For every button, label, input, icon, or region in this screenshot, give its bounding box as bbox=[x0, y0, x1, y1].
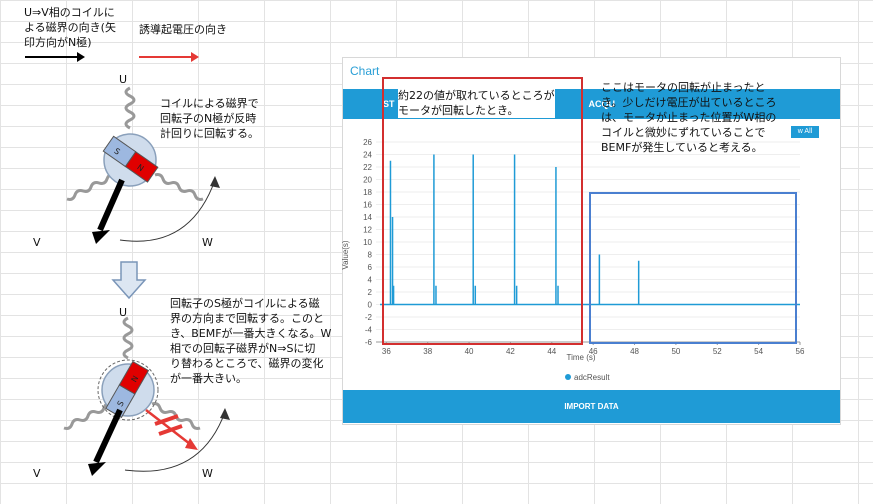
y-tick-label: 0 bbox=[368, 301, 373, 310]
y-tick-label: 26 bbox=[363, 138, 372, 147]
y-tick-label: 16 bbox=[363, 201, 372, 210]
y-tick-label: 2 bbox=[368, 288, 373, 297]
x-tick-label: 40 bbox=[465, 347, 474, 356]
rotation-note: 約22の値が取れているところが モータが回転したとき。 bbox=[398, 88, 555, 118]
emf-legend-arrowhead bbox=[191, 52, 199, 62]
bottom-rotor-outline-dashed bbox=[97, 359, 159, 421]
top-field-arrow bbox=[97, 178, 125, 232]
x-tick-label: 50 bbox=[671, 347, 680, 356]
svg-text:N: N bbox=[135, 162, 145, 173]
x-tick-label: 46 bbox=[589, 347, 598, 356]
rotation-highlight-box bbox=[382, 77, 583, 345]
x-tick-label: 48 bbox=[630, 347, 639, 356]
y-tick-label: 14 bbox=[363, 213, 372, 222]
x-tick-label: 44 bbox=[547, 347, 556, 356]
bottom-emf-arrow bbox=[145, 409, 191, 445]
emf-legend-arrow bbox=[139, 56, 191, 58]
top-coil-w bbox=[154, 173, 204, 201]
bottom-phase-v-label: V bbox=[33, 467, 41, 480]
top-motor-diagram: S N bbox=[66, 86, 220, 244]
svg-text:S: S bbox=[116, 399, 126, 408]
chart-legend-label: adcResult bbox=[574, 373, 610, 382]
y-tick-label: 22 bbox=[363, 163, 372, 172]
emf-legend-text: 誘導起電圧の向き bbox=[139, 23, 227, 36]
down-arrow-icon bbox=[111, 261, 147, 300]
top-coil-u bbox=[124, 86, 136, 130]
x-tick-label: 38 bbox=[423, 347, 432, 356]
acquire-button-label[interactable]: ACQU bbox=[588, 99, 616, 109]
y-tick-label: 24 bbox=[363, 151, 372, 160]
x-tick-label: 54 bbox=[754, 347, 763, 356]
chart-y-axis-label: Value(s) bbox=[341, 240, 350, 270]
emf-cross-mark bbox=[154, 414, 179, 426]
y-tick-label: -6 bbox=[365, 338, 373, 347]
chart-legend-marker bbox=[565, 374, 571, 380]
bottom-bemf-note: 回転子のS極がコイルによる磁 界の方向まで回転する。このと き、BEMFが一番大… bbox=[170, 297, 332, 385]
svg-text:S: S bbox=[112, 146, 121, 156]
y-tick-label: -2 bbox=[365, 313, 373, 322]
x-tick-label: 52 bbox=[713, 347, 722, 356]
top-phase-w-label: W bbox=[202, 236, 213, 249]
start-button-label[interactable]: ST bbox=[383, 99, 395, 109]
y-tick-label: 4 bbox=[368, 276, 373, 285]
y-tick-label: -4 bbox=[365, 326, 373, 335]
bottom-rotor-magnet: S N bbox=[105, 360, 150, 419]
x-tick-label: 56 bbox=[796, 347, 805, 356]
top-rotation-arc bbox=[119, 179, 216, 242]
coil-field-legend-text: U⇒V相のコイルに よる磁界の向き(矢 印方向がN極) bbox=[24, 6, 116, 49]
top-phase-u-label: U bbox=[119, 73, 128, 86]
stopped-note: ここはモータの回転が止まったと き。少しだけ電圧が出ているところ は、モータが止… bbox=[601, 81, 777, 154]
bottom-phase-u-label: U bbox=[119, 306, 128, 319]
top-rotation-note: コイルによる磁界で 回転子のN極が反時 計回りに回転する。 bbox=[160, 97, 259, 140]
y-tick-label: 12 bbox=[363, 226, 372, 235]
import-data-button[interactable]: IMPORT DATA bbox=[343, 390, 840, 423]
bottom-coil-v bbox=[63, 402, 113, 430]
bottom-rotation-arc bbox=[124, 411, 226, 472]
y-tick-label: 18 bbox=[363, 188, 372, 197]
top-phase-v-label: V bbox=[33, 236, 41, 249]
import-data-label: IMPORT DATA bbox=[564, 402, 619, 411]
y-tick-label: 10 bbox=[363, 238, 372, 247]
y-tick-label: 20 bbox=[363, 176, 372, 185]
chart-panel-title: Chart bbox=[350, 64, 380, 78]
y-tick-label: 6 bbox=[368, 263, 373, 272]
chart-x-axis-label: Time (s) bbox=[566, 353, 595, 362]
x-tick-label: 42 bbox=[506, 347, 515, 356]
bottom-motor-diagram: S N bbox=[63, 316, 230, 476]
bottom-coil-u bbox=[122, 316, 134, 360]
bottom-phase-w-label: W bbox=[202, 467, 213, 480]
x-tick-label: 36 bbox=[382, 347, 391, 356]
coil-field-legend-arrow bbox=[25, 56, 77, 58]
stopped-highlight-box bbox=[589, 192, 797, 344]
top-rotor-magnet: S N bbox=[102, 135, 159, 183]
top-coil-v bbox=[66, 173, 116, 201]
svg-text:N: N bbox=[130, 374, 141, 384]
show-all-button[interactable]: w All bbox=[791, 126, 819, 138]
coil-field-legend-arrowhead bbox=[77, 52, 85, 62]
y-tick-label: 8 bbox=[368, 251, 373, 260]
bottom-field-arrow bbox=[93, 408, 123, 464]
